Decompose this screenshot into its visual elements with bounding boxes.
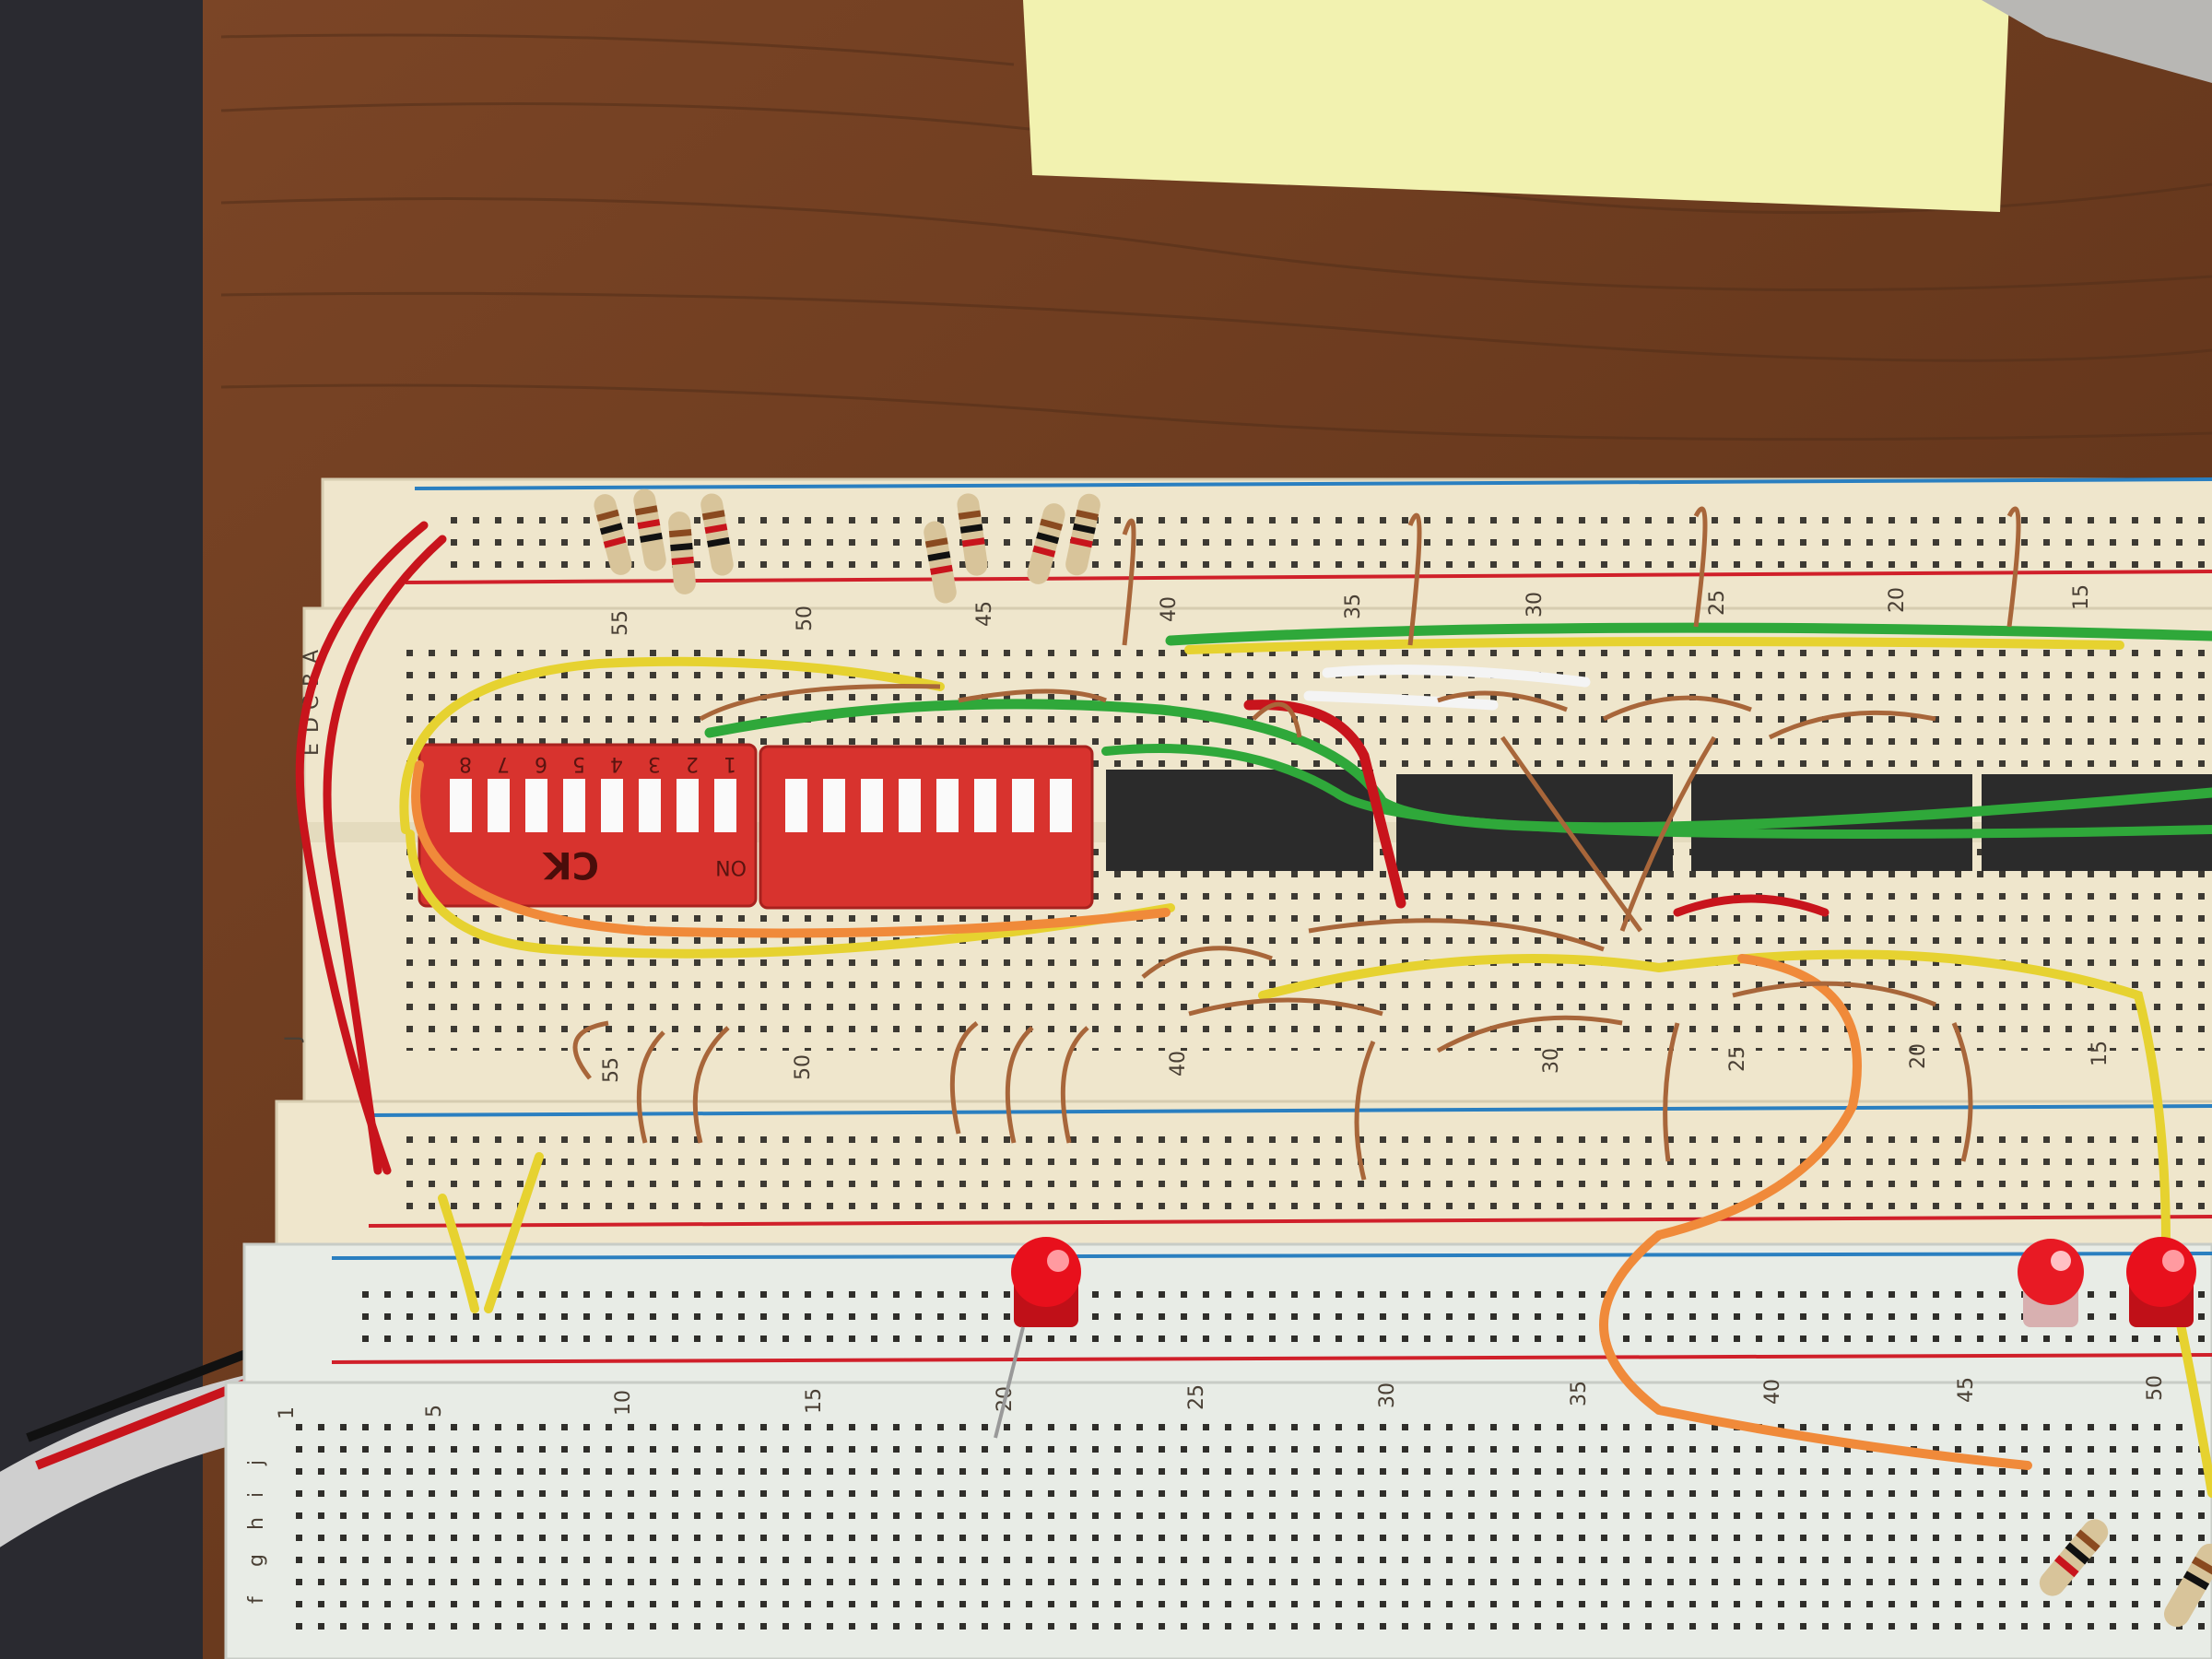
wire-red (1243, 700, 1406, 909)
switch-number: 4 (610, 752, 623, 775)
switch-number: 8 (459, 752, 472, 775)
switch-number: 6 (535, 752, 547, 775)
wire-orange (411, 760, 1171, 938)
col-number: 40 (1761, 1379, 1784, 1405)
led-red (2126, 1237, 2196, 1327)
col-number: 55 (600, 1057, 623, 1083)
col-number: 30 (1376, 1382, 1399, 1408)
row-letter: J (282, 1036, 305, 1044)
ic-chip (1106, 770, 1373, 871)
switch-on-label: ON (715, 855, 747, 878)
wire-yellow-short (484, 1152, 544, 1313)
led-indicators (994, 1237, 2196, 1439)
col-number: 1 (276, 1406, 299, 1419)
row-letter: j (245, 1460, 268, 1466)
col-number: 35 (1342, 594, 1365, 619)
col-number: 25 (1185, 1384, 1208, 1410)
wire-yellow (399, 656, 945, 834)
col-number: 50 (792, 1054, 815, 1080)
wire-white (1322, 665, 1591, 688)
col-number: 15 (803, 1388, 826, 1414)
col-number: 50 (2144, 1375, 2167, 1401)
row-letter: g (245, 1554, 268, 1567)
switch-number: 1 (724, 752, 736, 775)
switch-number: 2 (686, 752, 699, 775)
sticky-note (1023, 0, 2009, 212)
left-shadow (0, 0, 240, 1659)
jumper-wires (295, 521, 2212, 1498)
col-number: 10 (612, 1390, 635, 1416)
lower-breadboard (224, 1242, 2212, 1659)
wire-green (1101, 744, 2212, 839)
brand-logo: CK (542, 843, 599, 886)
ic-chips (1106, 770, 2212, 871)
row-letter: h (245, 1517, 268, 1530)
wire-red (323, 535, 447, 1175)
dip-switch-1: 1 2 3 4 5 6 7 8 ON CK (418, 743, 758, 908)
lower-numbers: 1 5 10 15 20 25 30 35 40 45 50 (276, 1375, 2167, 1419)
col-number: 15 (2088, 1041, 2112, 1066)
wire-yellow (406, 830, 1175, 959)
row-letter: E (300, 743, 324, 756)
col-number: 35 (1568, 1381, 1591, 1406)
col-number: 15 (2070, 584, 2093, 610)
dip-switch-2 (759, 745, 1094, 910)
col-number: 30 (1524, 592, 1547, 618)
wire-white (1303, 690, 1499, 711)
col-number: 30 (1540, 1048, 1563, 1074)
col-number: 45 (1955, 1377, 1978, 1403)
wire-yellow-short (438, 1194, 479, 1313)
wire-green (1165, 622, 2212, 646)
ic-chip (1982, 774, 2212, 871)
col-number: 50 (794, 606, 817, 631)
row-letter: f (245, 1595, 268, 1604)
col-number: 40 (1167, 1051, 1190, 1077)
col-number: 25 (1706, 590, 1729, 616)
col-number: 25 (1726, 1046, 1749, 1072)
wire-red (295, 521, 429, 1175)
col-number: 40 (1158, 596, 1181, 622)
resistor-pullups-right (924, 493, 1100, 604)
wire-green (704, 699, 2212, 833)
upper-top-numbers: 55 50 45 40 35 30 25 20 15 (609, 584, 2093, 636)
wire-yellow (1184, 637, 2124, 654)
copper-jumpers (572, 506, 2021, 1181)
switch-number: 7 (497, 752, 510, 775)
lower-row-letters: j i h g f (245, 1460, 268, 1604)
upper-bottom-numbers: 55 50 40 30 25 20 15 (600, 1041, 2112, 1083)
wire-red (1673, 894, 1830, 917)
wire-orange (1599, 954, 2032, 1470)
plastic-item (1982, 0, 2212, 83)
switch-number: 3 (648, 752, 661, 775)
col-number: 55 (609, 610, 632, 636)
led-red (994, 1237, 1081, 1439)
col-number: 5 (423, 1405, 446, 1418)
col-number: 20 (1907, 1043, 1930, 1069)
col-number: 45 (973, 601, 996, 627)
col-number: 20 (1886, 587, 1909, 613)
row-letter: i (245, 1492, 268, 1498)
switch-number: 5 (572, 752, 585, 775)
wire-yellow (1258, 949, 2171, 1249)
led-red (2018, 1239, 2084, 1327)
resistor-pullups-left (594, 488, 734, 594)
resistor-led (2039, 1519, 2212, 1628)
